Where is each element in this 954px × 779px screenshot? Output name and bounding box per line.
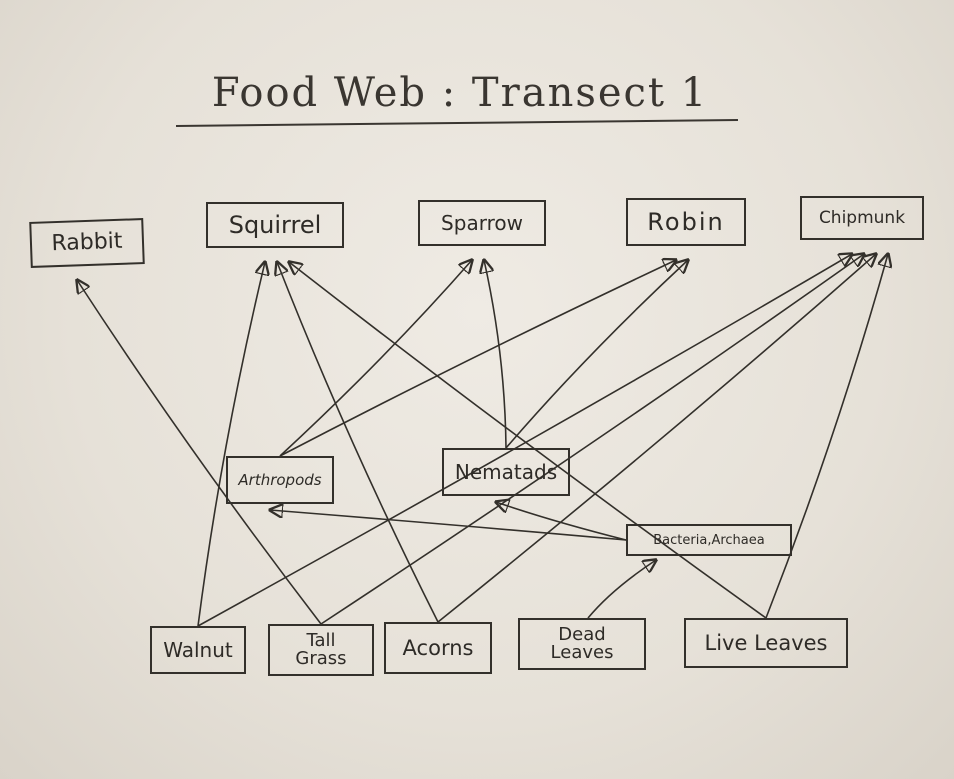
edge-bacteria-to-nematads [496,502,627,541]
node-bacteria-archaea: Bacteria,Archaea [626,524,792,556]
node-chipmunk: Chipmunk [800,196,924,240]
edge-acorns-to-chipmunk [437,254,876,623]
edge-nematads-to-robin [505,260,688,449]
edge-walnut-to-squirrel [197,262,265,627]
edge-arthropods-to-robin [279,260,676,457]
edge-bacteria-to-arthropods [270,510,627,541]
edge-tall_grass-to-chipmunk [320,254,864,625]
node-walnut: Walnut [150,626,246,674]
edge-acorns-to-squirrel [277,262,439,623]
node-rabbit: Rabbit [29,218,145,268]
edge-live_leaves-to-chipmunk [765,254,888,619]
edge-walnut-to-chipmunk [197,254,852,627]
node-sparrow: Sparrow [418,200,546,246]
node-arthropods: Arthropods [226,456,334,504]
node-tall-grass: Tall Grass [268,624,374,676]
edge-live_leaves-to-squirrel [289,262,767,619]
node-acorns: Acorns [384,622,492,674]
node-squirrel: Squirrel [206,202,344,248]
node-nematads: Nematads [442,448,570,496]
edge-dead_leaves-to-bacteria [587,560,656,619]
edge-tall_grass-to-rabbit [77,280,322,625]
node-live-leaves: Live Leaves [684,618,848,668]
node-robin: Robin [626,198,746,246]
edge-arthropods-to-sparrow [279,260,472,457]
edge-nematads-to-sparrow [484,260,507,449]
diagram-title: Food Web : Transect 1 [211,70,709,116]
node-dead-leaves: Dead Leaves [518,618,646,670]
